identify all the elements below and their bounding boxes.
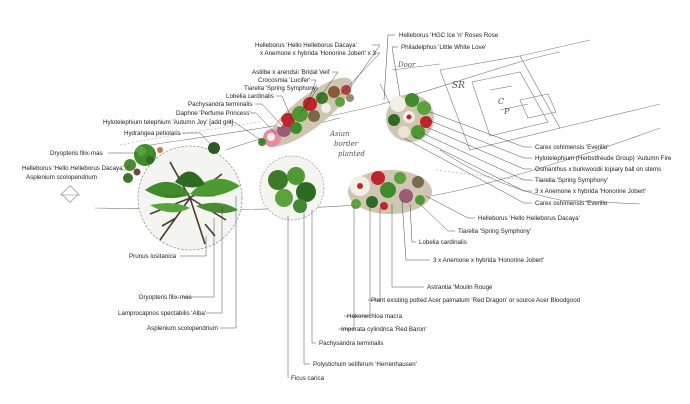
label-asplenium-bottom: Asplenium scolopendrium	[147, 325, 218, 332]
labels-bottom-left: Prunus lusitanica Dryopteris filix-mas L…	[118, 253, 218, 332]
label-carex-2: Carex oshimensis 'Everillo	[535, 200, 608, 207]
label-dryopteris-bottom: Dryopteris filix-mas	[139, 294, 192, 301]
label-crocosmia: Crocosmia 'Lucifer'	[258, 77, 310, 84]
label-dryopteris-left: Dryopteris filix-mas	[50, 150, 103, 157]
label-pachysandra-bottom: Pachysandra terminalis	[319, 340, 383, 347]
label-astilbe: Astilbe x arendsii 'Bridal Veil'	[252, 69, 330, 76]
label-daphne: Daphne 'Perfume Princess'	[176, 110, 251, 117]
tree-prunus	[137, 145, 243, 251]
note-area-line2: border	[334, 140, 359, 148]
label-hakonechloa: Hakonechloa macra	[347, 313, 403, 320]
label-anemone-right: 3 x Anemone x hybrida 'Honorine Jobert'	[535, 188, 646, 195]
bed-right	[386, 93, 434, 142]
label-helleborus-dacaya-lower: Helleborus 'Hello Helleborus Dacaya'	[478, 215, 580, 222]
labels-top-right: Helleborus 'HGC Ice 'n' Roses Rose Phila…	[399, 32, 499, 51]
label-osmanthus: Osmanthus x burkwoodii topiary ball on s…	[535, 166, 661, 173]
label-anemone-top: x Anemone x hybrida 'Honorine Jobert' x …	[260, 50, 376, 57]
label-ficus: Ficus carica	[291, 375, 325, 382]
label-helleborus-ice-roses: Helleborus 'HGC Ice 'n' Roses Rose	[399, 32, 499, 39]
label-imperata: Imperata cylindrica 'Red Baron'	[341, 326, 427, 333]
label-hydrangea: Hydrangea petiolaris	[124, 130, 181, 137]
note-door: Door	[397, 61, 416, 69]
label-hylotelephium-autumn-fire: Hylotelephium (Herbstfreude Group) 'Autu…	[535, 155, 672, 162]
bed-upper	[258, 77, 354, 147]
label-tiarella-right: Tiarella 'Spring Symphony'	[535, 177, 608, 184]
label-pachysandra-top: Pachysandra terminalis	[188, 101, 252, 108]
note-area-line3: planted	[338, 150, 365, 158]
label-polystichum: Polystichum setiferum 'Herrenhausen'	[313, 361, 417, 368]
bed-lower	[259, 155, 432, 221]
label-carex-1: Carex oshimensis 'Everillo'	[535, 144, 609, 151]
note-area-line1: Asian	[329, 130, 350, 138]
shrubs-left	[123, 142, 220, 183]
label-lamprocapnos: Lamprocapnos spectabilis 'Alba'	[118, 310, 206, 317]
label-acer: Plant existing potted Acer palmatum 'Red…	[371, 297, 581, 304]
note-p: P	[503, 107, 510, 116]
label-anemone-lower: 3 x Anemone x hybrida 'Honorine Jobert'	[433, 257, 544, 264]
label-tiarella-top: Tiarella 'Spring Symphony'	[244, 85, 317, 92]
label-hylotelephium-autumn-joy: Hylotelephium telephium 'Autumn Joy' [ad…	[103, 119, 234, 126]
labels-bottom: Astrantia 'Moulin Rouge Plant existing p…	[291, 284, 581, 382]
label-helleborus-dacaya-top: Helleborus 'Hello Helleborus Dacaya'	[255, 42, 357, 49]
label-helleborus-dacaya-left: Helleborus 'Hello Helleborus Dacaya'	[22, 165, 124, 172]
label-prunus: Prunus lusitanica	[129, 253, 177, 260]
labels-top: Helleborus 'Hello Helleborus Dacaya' x A…	[22, 42, 376, 181]
note-c: C	[498, 97, 504, 106]
label-lobelia-lower: Lobelia cardinalis	[419, 239, 467, 246]
site-sketch	[60, 39, 661, 210]
label-tiarella-lower: Tiarella 'Spring Symphony'	[458, 228, 531, 235]
label-philadelphus: Philadelphus 'Little White Love'	[401, 44, 486, 51]
note-sr: SR	[452, 81, 465, 91]
leader-lines	[108, 34, 532, 378]
label-astrantia: Astrantia 'Moulin Rouge	[427, 284, 493, 291]
labels-right: Carex oshimensis 'Everillo' Hylotelephiu…	[419, 144, 672, 264]
label-asplenium-left: Asplenium scolopendrium	[26, 174, 97, 181]
label-lobelia-top: Lobelia cardinalis	[226, 93, 274, 100]
